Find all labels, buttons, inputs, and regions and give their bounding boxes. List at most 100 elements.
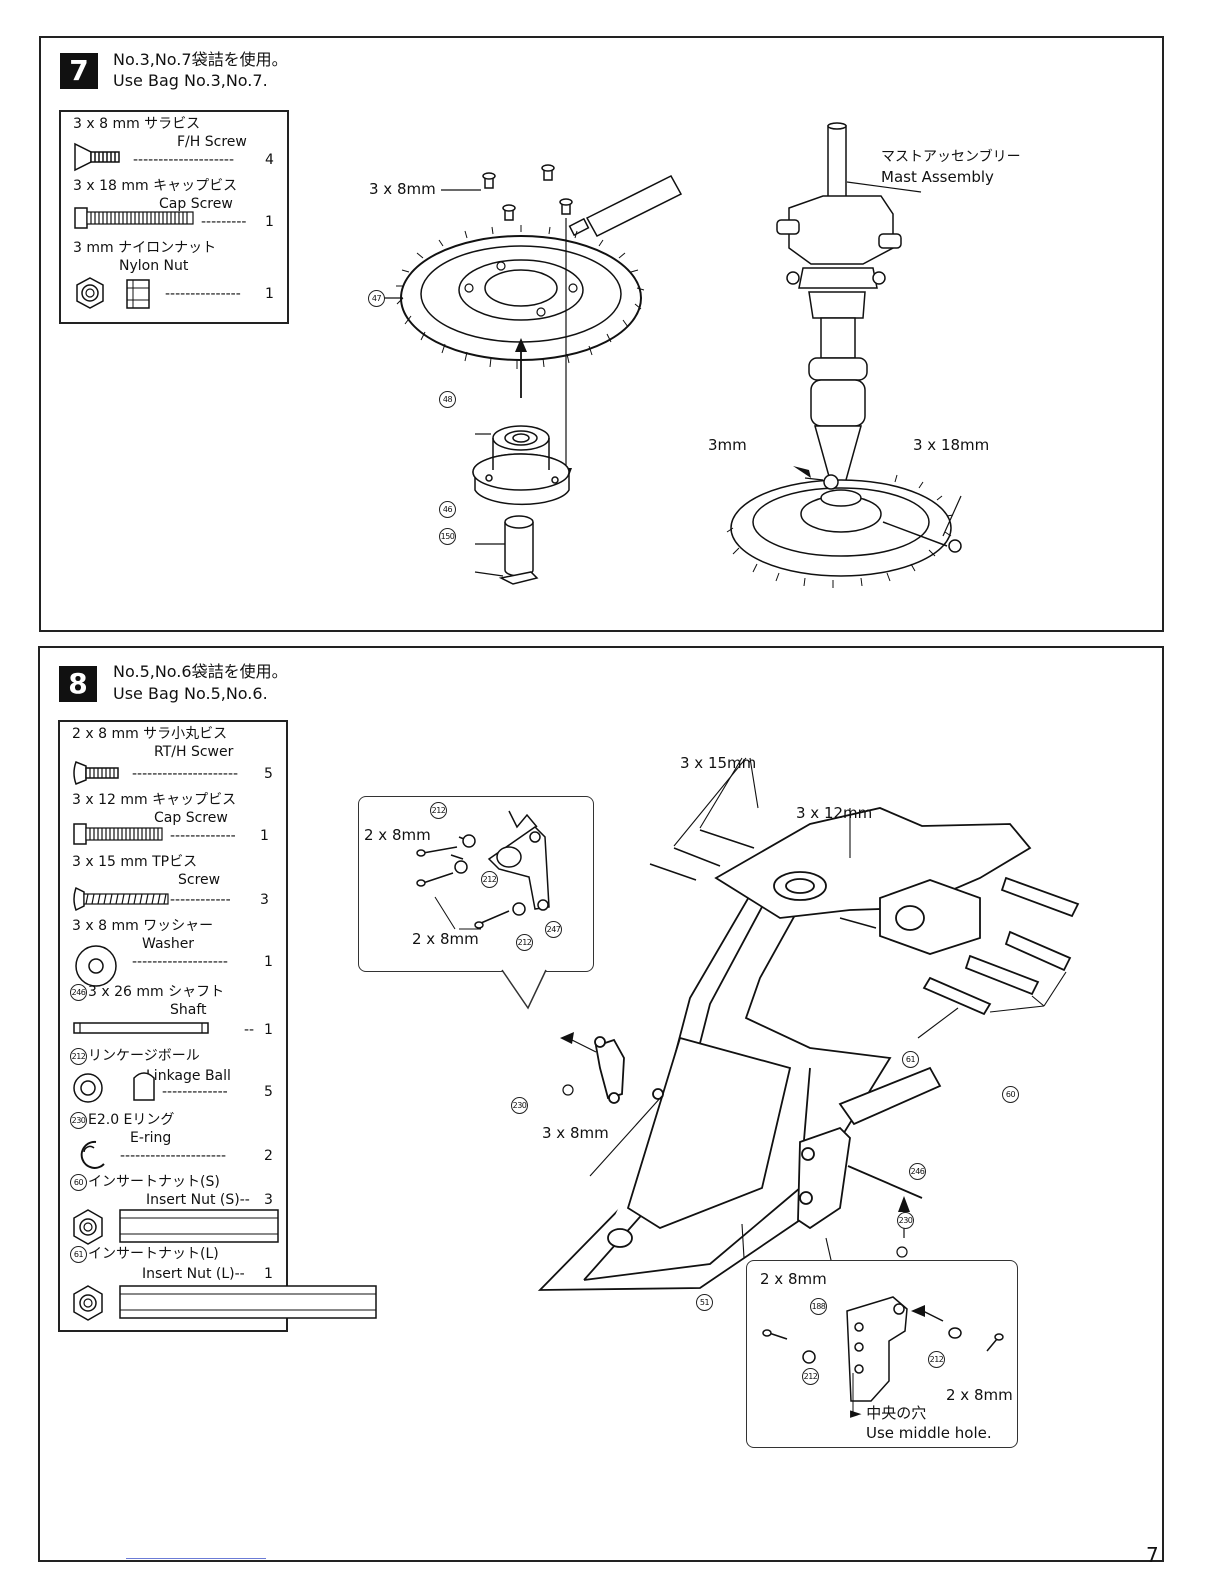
part-number-212: 212: [430, 802, 447, 819]
step-8-panel: 8 No.5,No.6袋詰を使用。 Use Bag No.5,No.6. 2 x…: [38, 646, 1164, 1562]
label-middle-hole-jp: ► 中央の穴: [850, 1404, 927, 1422]
fh-screw-3: [502, 204, 516, 221]
part-qty: 1: [264, 954, 273, 970]
label-2x8mm: 2 x 8mm: [760, 1270, 827, 1288]
part-number-188: 188: [810, 1298, 827, 1315]
part-number-230: 230: [897, 1212, 914, 1229]
part-qty: 3: [264, 1192, 273, 1208]
insert-nut-l-icon: [73, 1285, 103, 1321]
label-3x12mm: 3 x 12mm: [796, 804, 873, 822]
fh-screw-1: [482, 172, 496, 189]
insert-nut-l-bar: [119, 1285, 377, 1319]
part-qty: 1: [265, 286, 274, 302]
bracket-detail-diagram: [416, 810, 550, 930]
screw-cement-tube: [568, 175, 683, 237]
cap-screw-icon: [73, 823, 163, 845]
bracket-detail-callout: [358, 796, 594, 972]
part-number-230: 230: [511, 1097, 528, 1114]
part-ref-61: 61: [70, 1246, 87, 1263]
label-2x8mm: 2 x 8mm: [946, 1386, 1013, 1404]
part-dashes: -------------: [162, 1084, 228, 1100]
part-name-jp: 3 x 18 mm キャップビス: [73, 178, 238, 194]
part-number-46: 46: [439, 501, 456, 518]
footer-rule: [126, 1558, 266, 1559]
part-dashes: ---------------------: [132, 766, 239, 782]
part-ref-230: 230: [70, 1112, 87, 1129]
step-bag-jp: No.5,No.6袋詰を使用。: [113, 662, 288, 681]
insert-nut-s-icon: [73, 1209, 279, 1245]
part-qty: 5: [264, 766, 273, 782]
part-qty: 1: [260, 828, 269, 844]
label-3x15mm: 3 x 15mm: [680, 754, 757, 772]
part-name-en: Cap Screw: [154, 810, 228, 826]
part-number-51: 51: [696, 1294, 713, 1311]
round-head-screw-icon: [73, 761, 119, 785]
parts-list: 2 x 8 mm サラ小丸ビス RT/H Scwer -------------…: [58, 720, 288, 1332]
tp-screw-icon: [73, 886, 169, 912]
part-qty: 1: [264, 1022, 273, 1038]
fh-screw-4: [559, 198, 573, 215]
callout-pointer: [501, 968, 547, 1010]
part-qty: 1: [265, 214, 274, 230]
part-name-jp: 2 x 8 mm サラ小丸ビス: [72, 726, 228, 742]
part-name-jp: 3 x 12 mm キャップビス: [72, 792, 237, 808]
part-number-212: 212: [516, 934, 533, 951]
part-dashes: ------------: [170, 892, 231, 908]
nylon-nut-icon: [76, 277, 150, 309]
step-bag-en: Use Bag No.5,No.6.: [113, 684, 268, 703]
flat-head-screw-icon: [74, 142, 120, 172]
label-3x8mm: 3 x 8mm: [542, 1124, 609, 1142]
label-2x8mm: 2 x 8mm: [364, 826, 431, 844]
part-name-en: Insert Nut (S)--: [146, 1192, 250, 1208]
bearing-block: [472, 425, 570, 506]
part-number-60: 60: [1002, 1086, 1019, 1103]
page-number: 7: [1146, 1543, 1159, 1567]
part-name-jp: インサートナット(L): [88, 1246, 219, 1262]
middle-hole-callout: [746, 1260, 1018, 1448]
e-ring-icon: [80, 1140, 105, 1169]
main-gear-exploded-diagram: [373, 164, 683, 585]
part-qty: 3: [260, 892, 269, 908]
part-number-212: 212: [928, 1351, 945, 1368]
part-name-jp: E2.0 Eリング: [88, 1112, 175, 1128]
part-name-jp: リンケージボール: [88, 1048, 200, 1064]
parts-list: 3 x 8 mm サラビス F/H Screw ----------------…: [59, 110, 289, 324]
part-number-47: 47: [368, 290, 385, 307]
part-name-jp: 3 x 8 mm サラビス: [73, 116, 201, 132]
main-frame-diagram: [537, 757, 1080, 1291]
part-qty: 1: [264, 1266, 273, 1282]
step-bag-en: Use Bag No.3,No.7.: [113, 71, 268, 90]
part-ref-60: 60: [70, 1174, 87, 1191]
part-number-212: 212: [802, 1368, 819, 1385]
fh-screw-2: [541, 164, 555, 181]
part-name-jp: 3 x 15 mm TPビス: [72, 854, 198, 870]
label-mast-en: Mast Assembly: [881, 168, 994, 186]
label-3x18mm: 3 x 18mm: [913, 436, 990, 454]
part-name-jp: 3 mm ナイロンナット: [73, 240, 217, 256]
mast-assembly-diagram: [726, 122, 962, 588]
label-3x8mm: 3 x 8mm: [369, 180, 436, 198]
shaft-icon: [73, 1022, 209, 1034]
part-dashes: -------------------: [132, 954, 228, 970]
washer-icon: [75, 945, 117, 987]
step-7-panel: 7 No.3,No.7袋詰を使用。 Use Bag No.3,No.7. 3 x…: [39, 36, 1164, 632]
gear-hub: [498, 515, 539, 585]
part-qty: 4: [265, 152, 274, 168]
part-number-48: 48: [439, 391, 456, 408]
part-name-en: Shaft: [170, 1002, 207, 1018]
part-name-en: RT/H Scwer: [154, 744, 234, 760]
part-dashes: ---------------------: [120, 1148, 227, 1164]
part-name-en: Cap Screw: [159, 196, 233, 212]
part-name-en: F/H Screw: [177, 134, 247, 150]
part-number-150: 150: [439, 528, 456, 545]
part-name-jp: インサートナット(S): [88, 1174, 220, 1190]
label-3mm: 3mm: [708, 436, 747, 454]
part-ref-246: 246: [70, 984, 87, 1001]
part-number-247: 247: [545, 921, 562, 938]
part-dashes: --: [244, 1022, 255, 1038]
part-qty: 2: [264, 1148, 273, 1164]
step-bag-jp: No.3,No.7袋詰を使用。: [113, 50, 288, 69]
linkage-ball-icon: [73, 1072, 155, 1103]
part-name-jp: 3 x 26 mm シャフト: [88, 984, 225, 1000]
part-dashes: --------------------: [133, 152, 235, 168]
